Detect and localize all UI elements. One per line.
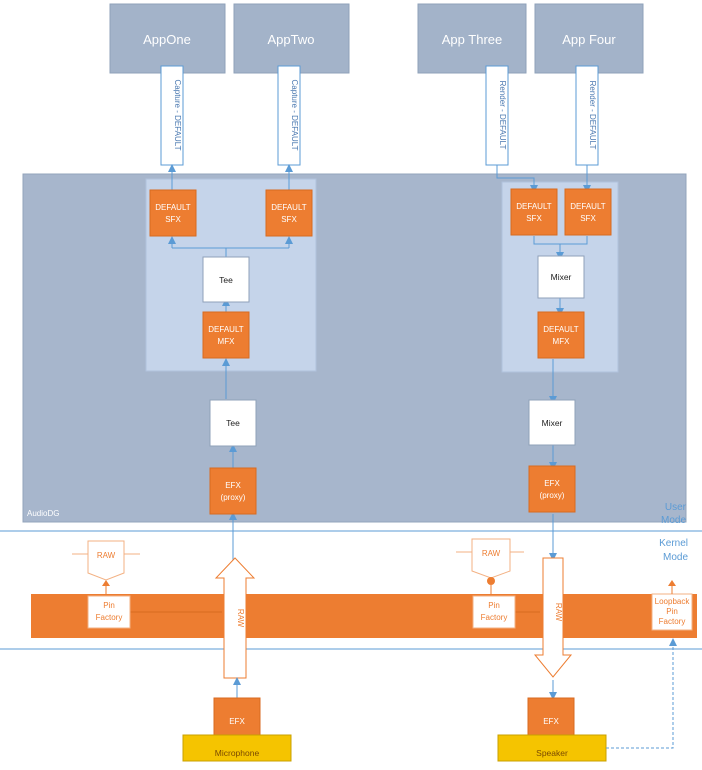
- svg-text:Pin: Pin: [666, 607, 678, 616]
- microphone-device: Microphone: [182, 734, 292, 762]
- svg-text:Render - DEFAULT: Render - DEFAULT: [498, 81, 507, 150]
- app-three: App Three: [417, 3, 527, 74]
- svg-text:RAW: RAW: [236, 609, 245, 628]
- render-stream-app-three: Render - DEFAULT: [485, 65, 509, 166]
- loopback-arrowhead: [668, 580, 676, 586]
- svg-text:Render - DEFAULT: Render - DEFAULT: [588, 81, 597, 150]
- svg-text:App Four: App Four: [562, 32, 616, 47]
- raw-label-capture: RAW: [72, 540, 140, 581]
- svg-text:AppOne: AppOne: [143, 32, 191, 47]
- render-stream-app-four: Render - DEFAULT: [575, 65, 599, 166]
- kernel-driver-bar: [31, 594, 697, 638]
- svg-text:RAW: RAW: [554, 603, 563, 622]
- svg-text:RAW: RAW: [482, 549, 501, 558]
- default-mfx-render: DEFAULT MFX: [537, 311, 585, 359]
- tee-capture-inner: Tee: [202, 256, 250, 303]
- default-sfx-render-1: DEFAULT SFX: [510, 188, 558, 236]
- default-sfx-capture-2: DEFAULT SFX: [265, 189, 313, 237]
- svg-text:SFX: SFX: [165, 215, 181, 224]
- svg-text:Microphone: Microphone: [215, 748, 260, 758]
- svg-text:Tee: Tee: [226, 418, 240, 428]
- kernel-mode-label-1: Kernel: [659, 538, 688, 549]
- capture-stream-app-one: Capture - DEFAULT: [160, 65, 184, 166]
- svg-text:SFX: SFX: [526, 214, 542, 223]
- svg-text:(proxy): (proxy): [540, 491, 565, 500]
- loopback-dashed-line: [606, 638, 677, 749]
- audiodg-label: AudioDG: [27, 509, 59, 518]
- svg-text:EFX: EFX: [229, 717, 245, 726]
- svg-text:EFX: EFX: [544, 479, 560, 488]
- capture-stream-app-two: Capture - DEFAULT: [277, 65, 301, 166]
- default-sfx-render-2: DEFAULT SFX: [564, 188, 612, 236]
- mixer-render-inner: Mixer: [537, 255, 585, 299]
- svg-text:(proxy): (proxy): [221, 493, 246, 502]
- svg-text:EFX: EFX: [543, 717, 559, 726]
- svg-text:SFX: SFX: [281, 215, 297, 224]
- svg-text:RAW: RAW: [97, 551, 116, 560]
- user-mode-label-1: User: [665, 502, 687, 513]
- default-sfx-capture-1: DEFAULT SFX: [149, 189, 197, 237]
- svg-text:Factory: Factory: [481, 613, 508, 622]
- raw-arrow-capture: RAW: [214, 557, 256, 679]
- kernel-mode-label-2: Mode: [663, 552, 688, 563]
- svg-text:Factory: Factory: [659, 617, 686, 626]
- raw-dot-render: [487, 577, 495, 585]
- svg-text:Loopback: Loopback: [655, 597, 691, 606]
- svg-text:Capture - DEFAULT: Capture - DEFAULT: [290, 80, 299, 151]
- pin-factory-render: Pin Factory: [472, 595, 516, 629]
- app-one: AppOne: [109, 3, 226, 74]
- svg-text:Pin: Pin: [488, 601, 500, 610]
- svg-text:Factory: Factory: [96, 613, 123, 622]
- efx-proxy-render: EFX (proxy): [528, 465, 576, 513]
- svg-text:EFX: EFX: [225, 481, 241, 490]
- svg-text:AppTwo: AppTwo: [268, 32, 315, 47]
- svg-text:Pin: Pin: [103, 601, 115, 610]
- svg-text:MFX: MFX: [218, 337, 236, 346]
- arrow-app-three-to-sfx: [496, 165, 538, 193]
- pin-factory-capture: Pin Factory: [87, 595, 131, 629]
- svg-text:DEFAULT: DEFAULT: [155, 203, 191, 212]
- svg-text:Capture - DEFAULT: Capture - DEFAULT: [173, 80, 182, 151]
- tee-capture-outer: Tee: [209, 399, 257, 447]
- svg-text:App Three: App Three: [442, 32, 502, 47]
- svg-text:DEFAULT: DEFAULT: [516, 202, 552, 211]
- mixer-render-outer: Mixer: [528, 399, 576, 446]
- svg-text:SFX: SFX: [580, 214, 596, 223]
- raw-arrow-render: RAW: [533, 557, 573, 678]
- svg-text:Mixer: Mixer: [542, 418, 563, 428]
- svg-text:DEFAULT: DEFAULT: [271, 203, 307, 212]
- efx-proxy-capture: EFX (proxy): [209, 467, 257, 515]
- default-mfx-capture: DEFAULT MFX: [202, 311, 250, 359]
- speaker-device: Speaker: [497, 734, 607, 762]
- svg-text:Mixer: Mixer: [551, 272, 572, 282]
- svg-text:MFX: MFX: [553, 337, 571, 346]
- raw-arrowhead-capture: [102, 580, 110, 586]
- svg-text:Tee: Tee: [219, 275, 233, 285]
- user-mode-label-2: Mode: [661, 515, 686, 526]
- loopback-pin-factory: Loopback Pin Factory: [651, 593, 693, 631]
- app-four: App Four: [534, 3, 644, 74]
- svg-text:DEFAULT: DEFAULT: [543, 325, 579, 334]
- svg-text:Speaker: Speaker: [536, 748, 568, 758]
- svg-text:DEFAULT: DEFAULT: [570, 202, 606, 211]
- raw-label-render: RAW: [456, 538, 524, 579]
- app-two: AppTwo: [233, 3, 350, 74]
- svg-text:DEFAULT: DEFAULT: [208, 325, 244, 334]
